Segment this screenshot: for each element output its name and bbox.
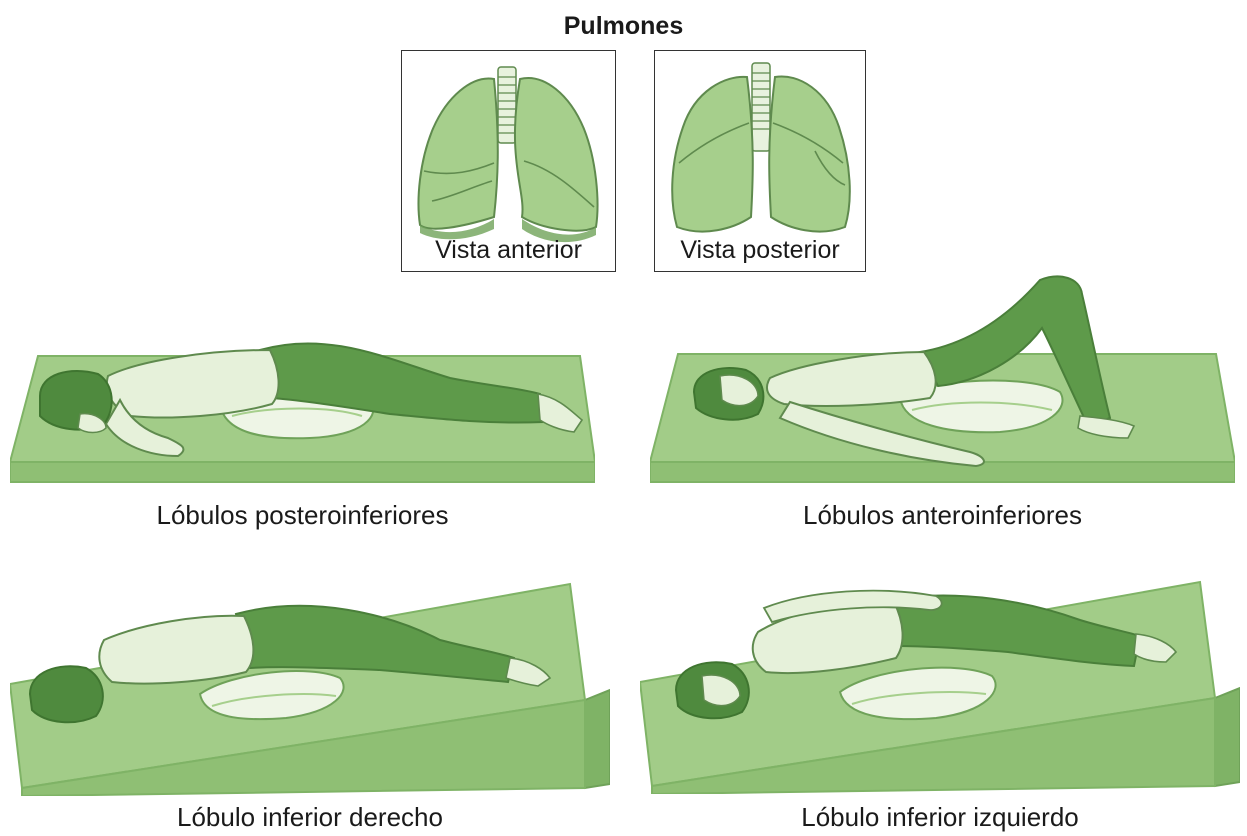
lungs-posterior-label: Vista posterior xyxy=(655,236,865,265)
torso xyxy=(99,616,253,684)
caption-posteroinferior: Lóbulos posteroinferiores xyxy=(10,500,595,531)
caption-right-lower-lobe: Lóbulo inferior derecho xyxy=(10,802,610,833)
lungs-posterior-view: Vista posterior xyxy=(654,50,866,272)
caption-anteroinferior: Lóbulos anteroinferiores xyxy=(650,500,1235,531)
caption-left-lower-lobe: Lóbulo inferior izquierdo xyxy=(640,802,1240,833)
trachea xyxy=(752,63,770,151)
head xyxy=(676,662,749,718)
head xyxy=(694,368,763,420)
scene-tilted-right xyxy=(640,572,1240,794)
trachea xyxy=(498,67,516,143)
lungs-anterior-view: Vista anterior xyxy=(401,50,616,272)
left-lung-back xyxy=(672,77,753,232)
right-lung-back xyxy=(769,76,850,231)
right-lung xyxy=(419,79,498,229)
scene-tilted-left xyxy=(10,574,610,796)
head xyxy=(30,666,103,722)
diagram-title: Pulmones xyxy=(0,12,1247,41)
lungs-anterior-label: Vista anterior xyxy=(402,236,615,265)
head xyxy=(40,371,112,433)
scene-prone-flat xyxy=(10,320,595,492)
scene-supine-flat xyxy=(650,268,1235,490)
left-lung xyxy=(515,78,598,231)
